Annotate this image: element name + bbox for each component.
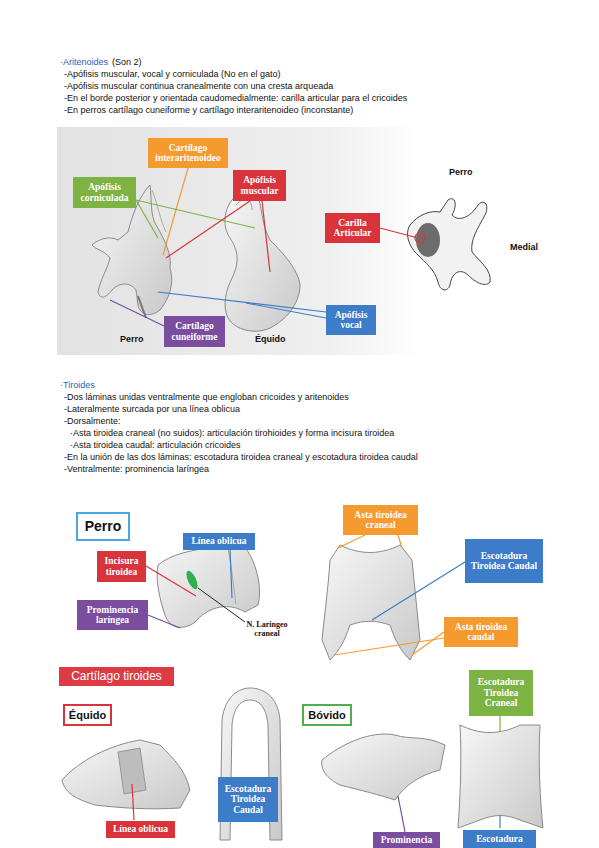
text-label: N. Laringeo craneal bbox=[238, 620, 296, 638]
leader-line bbox=[146, 566, 196, 596]
part-label: Prominencia bbox=[379, 835, 435, 845]
text-label: ·Aritenoides bbox=[60, 57, 108, 67]
label-box: Escotadura Tiroidea Caudal bbox=[465, 539, 543, 583]
cartilage-ridge bbox=[152, 190, 166, 232]
leader-line bbox=[380, 228, 418, 238]
label-box: Cartílago tiroides bbox=[59, 667, 174, 686]
part-label: Apófisis corniculada bbox=[73, 182, 136, 203]
leader-line bbox=[412, 632, 444, 655]
text-label: -Apófisis muscular, vocal y corniculada … bbox=[64, 69, 281, 79]
text-label: -Lateralmente surcada por una línea obli… bbox=[64, 404, 240, 414]
label-box: Bóvido bbox=[302, 704, 352, 726]
label-box: Perro bbox=[76, 512, 130, 541]
part-label: Cartílago tiroides bbox=[69, 670, 164, 683]
text-label: -En perros cartílago cuneiforme y cartíl… bbox=[64, 105, 353, 115]
part-label: Línea oblicua bbox=[111, 824, 170, 834]
leader-line bbox=[262, 201, 270, 272]
label-box: Prominencia bbox=[373, 832, 440, 848]
cranial-laryngeal-nerve bbox=[184, 569, 200, 591]
part-label: Apófisis vocal bbox=[326, 310, 376, 331]
articular-facet bbox=[416, 223, 440, 257]
part-label: Cartílago cuneiforme bbox=[164, 321, 225, 342]
arytenoid-dog-medial bbox=[408, 199, 491, 290]
leader-line bbox=[499, 816, 500, 828]
leader-ring bbox=[415, 233, 425, 243]
label-box: Escotadura bbox=[463, 830, 536, 848]
label-box: Escotadura Tiroidea Caudal bbox=[218, 777, 278, 822]
label-box: Apófisis vocal bbox=[326, 305, 376, 335]
text-label: ·Asta tiroidea craneal (no suidos): arti… bbox=[70, 428, 394, 438]
leader-line bbox=[132, 784, 134, 820]
leader-line bbox=[148, 615, 180, 628]
leader-line bbox=[230, 549, 232, 598]
label-box: Équido bbox=[63, 704, 112, 726]
label-box: Cartílago cuneiforme bbox=[164, 316, 225, 347]
label-box: Escotadura Tiroidea Craneal bbox=[469, 670, 533, 716]
leader-line bbox=[338, 535, 365, 548]
leader-line bbox=[398, 535, 402, 548]
thyroid-dog-dorsal bbox=[322, 545, 420, 660]
label-box: Prominencia laríngea bbox=[77, 600, 148, 630]
part-label: Carilla Articular bbox=[325, 218, 380, 239]
leader-line bbox=[110, 300, 164, 326]
leader-line bbox=[198, 588, 245, 622]
part-label: Prominencia laríngea bbox=[77, 605, 148, 626]
part-label: Escotadura Tiroidea Caudal bbox=[218, 784, 278, 815]
text-label: -Dorsalmente: bbox=[64, 416, 121, 426]
text-label: Perro bbox=[449, 167, 473, 177]
oblique-line bbox=[228, 548, 236, 604]
text-label: -Ventralmente: prominencia laríngea bbox=[64, 464, 209, 474]
leader-line bbox=[499, 716, 500, 732]
leader-line bbox=[166, 201, 250, 258]
text-label: -Apófisis muscular continua cranealmente… bbox=[64, 81, 333, 91]
text-label: ·Asta tiroidea caudal: articulación cric… bbox=[70, 440, 241, 450]
leader-line bbox=[372, 562, 465, 620]
leader-line bbox=[246, 303, 326, 318]
figure-background bbox=[57, 127, 545, 355]
leader-line bbox=[398, 796, 405, 832]
leader-line bbox=[136, 200, 255, 228]
leader-line bbox=[136, 200, 158, 238]
text-label: -En el borde posterior y orientada caudo… bbox=[64, 93, 407, 103]
text-label: (Son 2) bbox=[112, 57, 142, 67]
text-label: ·Tiroides bbox=[60, 380, 95, 390]
part-label: Cartílago interaritenoideo bbox=[148, 143, 228, 164]
arytenoid-horse bbox=[225, 190, 300, 331]
thyroid-bovine-lateral bbox=[322, 734, 445, 800]
thyroid-horse-lateral bbox=[62, 740, 190, 809]
thyroid-dog-lateral bbox=[157, 540, 259, 628]
part-label: Apófisis muscular bbox=[233, 175, 286, 196]
part-label: Escotadura bbox=[474, 834, 524, 844]
part-label: Línea oblicua bbox=[189, 536, 248, 546]
label-box: Asta tiroidea caudal bbox=[444, 617, 518, 647]
part-label: Perro bbox=[83, 519, 124, 534]
label-box: Línea oblicua bbox=[183, 533, 255, 550]
part-label: Incisura tiroidea bbox=[97, 556, 146, 577]
part-label: Asta tiroidea caudal bbox=[444, 622, 518, 643]
part-label: Escotadura Tiroidea Caudal bbox=[465, 551, 543, 572]
label-box: Línea oblicua bbox=[106, 821, 175, 838]
leader-line bbox=[334, 638, 444, 655]
thyroid-bovine-dorsal bbox=[458, 725, 543, 828]
label-box: Cartílago interaritenoideo bbox=[148, 138, 228, 168]
part-label: Asta tiroidea craneal bbox=[343, 510, 418, 531]
part-label: Équido bbox=[67, 709, 108, 721]
text-label: Medial bbox=[510, 242, 538, 252]
text-label: -En la unión de las dos láminas: escotad… bbox=[64, 452, 418, 462]
text-label: Perro bbox=[120, 334, 144, 344]
label-box: Carilla Articular bbox=[325, 213, 380, 243]
leader-line bbox=[158, 292, 326, 312]
label-box: Incisura tiroidea bbox=[97, 551, 146, 582]
part-label: Bóvido bbox=[306, 709, 347, 721]
label-box: Apófisis corniculada bbox=[73, 177, 136, 208]
part-label: Escotadura Tiroidea Craneal bbox=[469, 677, 533, 708]
label-box: Apófisis muscular bbox=[233, 170, 286, 201]
label-box: Asta tiroidea craneal bbox=[343, 505, 418, 535]
text-label: -Dos láminas unidas ventralmente que eng… bbox=[64, 392, 349, 402]
text-label: Équido bbox=[255, 334, 286, 344]
